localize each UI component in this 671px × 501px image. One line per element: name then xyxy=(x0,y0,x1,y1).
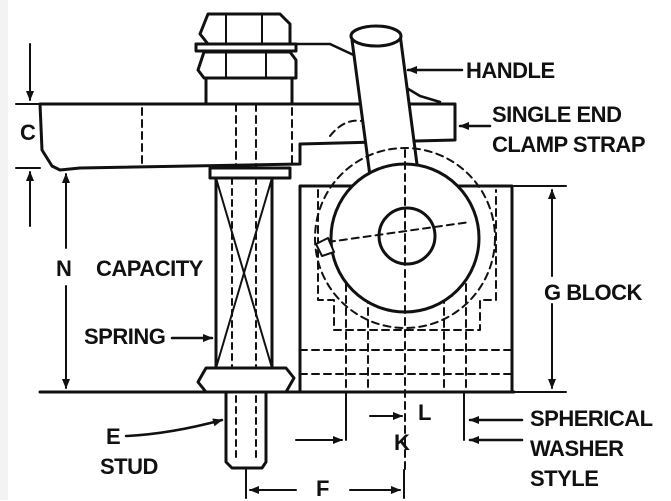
label-clamp-strap: CLAMP STRAP xyxy=(492,132,646,157)
label-single-end: SINGLE END xyxy=(492,102,622,127)
label-g-block: G BLOCK xyxy=(544,280,642,305)
dim-l xyxy=(345,391,465,441)
stud-spring xyxy=(208,166,292,370)
cam-hole xyxy=(377,206,437,266)
leader-stud xyxy=(124,418,224,438)
label-l: L xyxy=(418,400,431,425)
stud-lower xyxy=(224,390,268,470)
label-c: C xyxy=(20,120,36,145)
top-nut-stack xyxy=(194,12,298,106)
handle-tube xyxy=(350,27,420,178)
bottom-nut xyxy=(196,366,296,394)
dim-c xyxy=(15,43,41,227)
label-capacity: CAPACITY xyxy=(96,256,203,281)
label-e: E xyxy=(106,424,121,449)
label-n: N xyxy=(56,256,72,281)
label-k: K xyxy=(394,430,410,455)
dim-f xyxy=(245,469,405,499)
page-edge xyxy=(0,0,8,500)
cam-pin xyxy=(315,237,335,257)
label-stud: STUD xyxy=(100,454,158,479)
label-washer: WASHER xyxy=(530,436,624,461)
label-handle: HANDLE xyxy=(466,58,555,83)
label-f: F xyxy=(316,476,329,501)
dim-g xyxy=(513,185,567,393)
label-spherical: SPHERICAL xyxy=(530,406,653,431)
label-style: STYLE xyxy=(530,466,599,491)
label-spring: SPRING xyxy=(84,324,166,349)
